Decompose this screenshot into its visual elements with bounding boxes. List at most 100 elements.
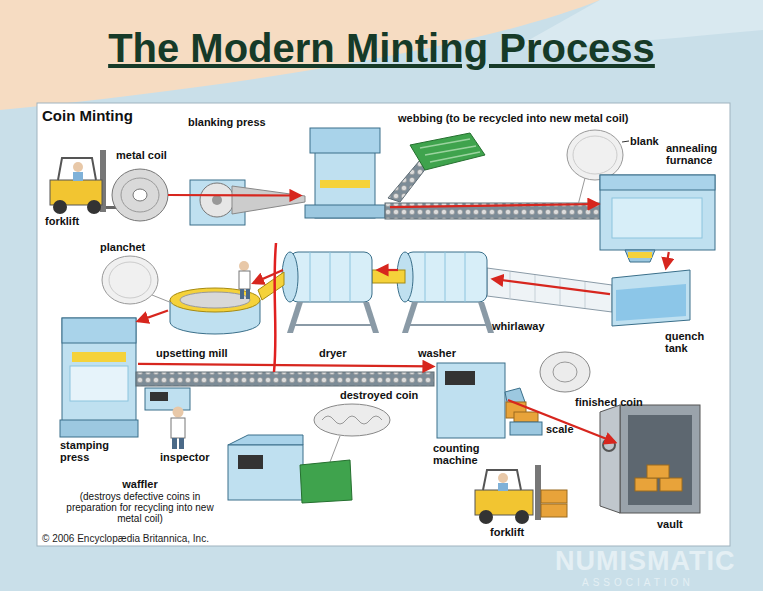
coil-feeder-part <box>200 183 234 217</box>
whirlaway-tube <box>487 268 612 312</box>
vault-part <box>628 415 692 505</box>
planchet-callout-part <box>152 295 172 303</box>
waffler-machine <box>228 435 352 503</box>
webbing-bin-part <box>410 133 485 170</box>
annotation-line <box>274 243 276 372</box>
blank-callout-part <box>622 141 629 142</box>
flow-arrow <box>493 279 610 294</box>
quench-tank-part <box>612 270 690 326</box>
vault-part <box>600 405 620 513</box>
stamping-press-part <box>62 318 136 343</box>
coil-feeder-part <box>212 195 222 205</box>
vault-part <box>620 405 700 513</box>
forklift-1-part <box>87 200 101 214</box>
annealing-furnace-part <box>612 198 702 238</box>
mill-worker <box>239 261 250 299</box>
vault-part <box>660 478 682 491</box>
annealing-furnace <box>600 175 715 262</box>
dryer-drum-part <box>290 252 372 302</box>
vault <box>600 405 700 513</box>
blanking-press <box>305 128 385 218</box>
stamping-press-part <box>62 318 136 436</box>
forklift-2-part <box>541 504 567 517</box>
coil-feeder-part <box>232 186 305 214</box>
blank-callout-part <box>573 136 617 174</box>
mill-worker-part <box>239 261 249 271</box>
quench-tank-part <box>616 284 686 321</box>
blanking-press-part <box>310 128 380 153</box>
destroyed-coin-callout-part <box>314 404 390 436</box>
mill-worker-part <box>240 289 244 299</box>
control-panel-part <box>150 392 168 401</box>
destroyed-coin-callout-part <box>330 436 340 462</box>
forklift-2-part <box>535 465 541 520</box>
finished-coin <box>540 352 590 392</box>
annealing-furnace-part <box>625 250 655 262</box>
slide-background-part <box>520 0 763 46</box>
washer-drum-part <box>402 302 418 333</box>
stamping-press-part <box>60 420 138 437</box>
inspector-figure-part <box>179 438 184 449</box>
scale <box>510 412 542 435</box>
dryer-drum-part <box>310 252 350 302</box>
upsetting-mill-part <box>170 288 260 312</box>
forklift-2-part <box>498 473 508 483</box>
flow-arrow <box>138 364 433 367</box>
conveyor-top-part <box>385 203 600 219</box>
forklift-2-part <box>479 510 493 524</box>
forklift-1-part <box>58 158 96 180</box>
scale-part <box>514 412 538 422</box>
forklift-1-part <box>53 200 67 214</box>
flow-arrow <box>378 269 398 271</box>
dryer-drum <box>282 252 379 333</box>
washer-drum-part <box>405 252 487 302</box>
stamping-press <box>60 318 138 437</box>
flow-arrow <box>508 400 615 442</box>
metal-coil-part <box>121 178 159 212</box>
waffler-machine-part <box>238 455 263 469</box>
slide-background-part <box>0 0 600 110</box>
flow-arrow <box>254 270 284 283</box>
forklift-1-part <box>73 172 83 181</box>
blanking-press-part <box>320 180 370 188</box>
forklift-1-part <box>73 162 83 172</box>
inspector-figure-part <box>172 438 177 449</box>
inspector-figure <box>171 407 185 450</box>
annealing-furnace-part <box>600 175 715 190</box>
dryer-drum-part <box>287 302 303 333</box>
planchet-callout-part <box>102 256 158 304</box>
upsetting-mill-part <box>180 292 250 308</box>
flow-arrow <box>666 252 669 268</box>
control-panel <box>145 388 190 410</box>
annealing-furnace-part <box>628 252 652 258</box>
finished-coin-part <box>553 362 577 382</box>
webbing-bin <box>410 133 485 170</box>
mill-worker-part <box>239 271 250 289</box>
washer-drum-part <box>425 252 465 302</box>
destroyed-coin-callout <box>314 404 390 462</box>
forklift-2-part <box>515 510 529 524</box>
inspector-figure-part <box>173 407 184 418</box>
waffler-machine-part <box>228 435 303 445</box>
planchet-callout <box>102 256 172 304</box>
coil-feeder <box>190 180 305 225</box>
washer-drum-part <box>478 302 494 333</box>
dryer-drum-part <box>363 302 379 333</box>
conveyor-bottom <box>136 372 434 386</box>
waffler-machine-part <box>300 460 352 503</box>
scale-part <box>510 422 542 435</box>
diagram-panel <box>37 103 730 546</box>
metal-coil-part <box>133 189 147 201</box>
forklift-2-part <box>498 483 508 491</box>
washer-drum-part <box>405 324 491 326</box>
forklift-2 <box>475 465 567 524</box>
counting-machine-part <box>437 363 505 438</box>
dryer-drum-part <box>290 324 376 326</box>
destroyed-coin-callout-part <box>322 416 382 424</box>
finished-coin-part <box>540 352 590 392</box>
counting-machine-part <box>445 371 475 385</box>
washer-drum <box>397 252 494 333</box>
